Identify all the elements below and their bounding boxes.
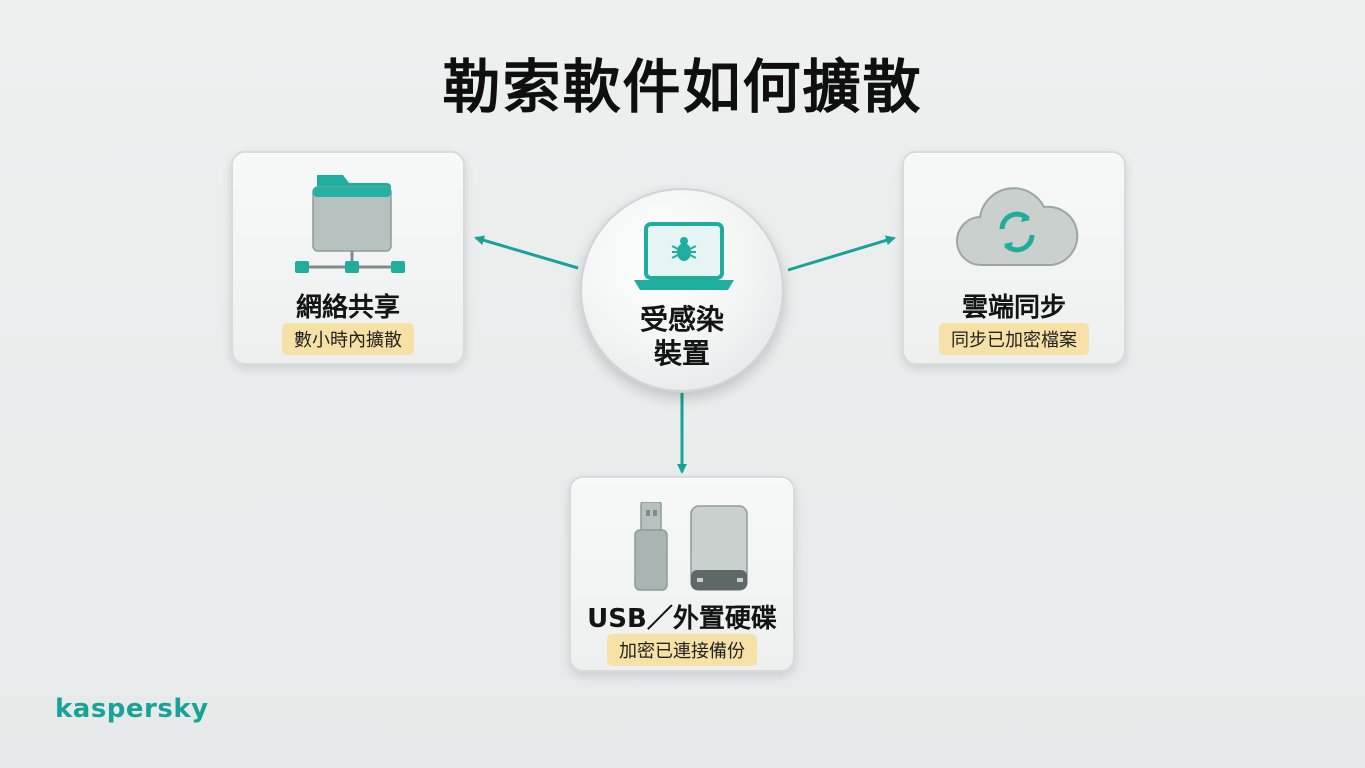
usb-drive-card: USB／外置硬碟 加密已連接備份 — [569, 476, 795, 672]
infected-device-label-line2: 裝置 — [653, 337, 710, 370]
cloud-sync-icon — [956, 187, 1079, 267]
network-share-label: 網絡共享 — [295, 293, 400, 323]
cloud-sync-label: 雲端同步 — [961, 293, 1066, 323]
page-title: 勒索軟件如何擴散 — [442, 53, 923, 121]
arrow-to-network — [474, 235, 579, 270]
infected-laptop-bug-icon — [634, 222, 734, 290]
cloud-sync-badge: 同步已加密檔案 — [939, 323, 1089, 355]
cloud-sync-card: 雲端同步 同步已加密檔案 — [902, 151, 1126, 365]
infected-device-label-line1: 受感染 — [639, 303, 724, 336]
network-share-badge: 數小時內擴散 — [282, 323, 414, 355]
network-share-card: 網絡共享 數小時內擴散 — [231, 151, 465, 365]
usb-drive-badge: 加密已連接備份 — [607, 634, 757, 666]
infected-device-hub: 受感染 裝置 — [580, 188, 784, 392]
kaspersky-logo: kaspersky — [55, 694, 209, 724]
usb-drive-label: USB／外置硬碟 — [587, 604, 777, 634]
usb-drive-icon — [634, 502, 748, 591]
network-folder-icon — [295, 175, 405, 273]
arrow-to-cloud — [787, 235, 896, 272]
